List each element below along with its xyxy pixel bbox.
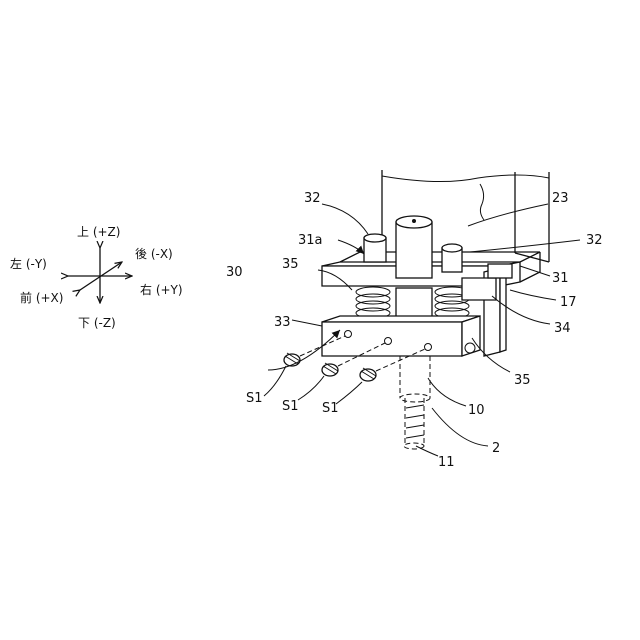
ref-s1-c: S1 xyxy=(322,401,339,416)
ref-30: 30 xyxy=(226,265,243,280)
ref-32-top: 32 xyxy=(304,191,321,206)
ref-s1-a: S1 xyxy=(246,391,263,406)
label-front: 前 (+X) xyxy=(20,290,63,305)
direction-legend: 上 (+Z) 下 (-Z) 左 (-Y) 右 (+Y) 前 (+X) 後 (-X… xyxy=(10,225,183,330)
ref-23: 23 xyxy=(552,191,569,206)
leader-17 xyxy=(510,290,556,300)
ref-31: 31 xyxy=(552,271,569,286)
label-back: 後 (-X) xyxy=(135,247,173,261)
ref-33: 33 xyxy=(274,315,291,330)
set-screw-2 xyxy=(322,363,338,376)
leader-s1-b xyxy=(298,376,324,400)
label-up: 上 (+Z) xyxy=(77,225,120,239)
ref-s1-b: S1 xyxy=(282,399,299,414)
leader-33 xyxy=(292,320,322,326)
leader-11 xyxy=(416,446,438,456)
set-screw-1 xyxy=(284,353,300,366)
ref-35-left: 35 xyxy=(282,257,299,272)
central-shaft xyxy=(396,216,432,324)
label-left: 左 (-Y) xyxy=(10,256,47,271)
leader-32-right xyxy=(470,240,580,252)
ref-35-right: 35 xyxy=(514,373,531,388)
label-down: 下 (-Z) xyxy=(78,316,116,330)
ref-2: 2 xyxy=(492,441,500,456)
label-right: 右 (+Y) xyxy=(140,282,183,297)
ref-32-right: 32 xyxy=(586,233,603,248)
ref-17: 17 xyxy=(560,295,577,310)
ref-34: 34 xyxy=(554,321,571,336)
ref-31a: 31a xyxy=(298,233,323,248)
lower-shaft-10 xyxy=(400,356,430,449)
ref-11: 11 xyxy=(438,455,455,470)
leader-23 xyxy=(468,204,548,226)
leader-32-top xyxy=(322,204,368,234)
leader-s1-c xyxy=(336,382,362,404)
leader-s1-a xyxy=(264,366,286,396)
set-screw-3 xyxy=(360,368,376,381)
leader-10 xyxy=(428,378,466,406)
lower-plate-33 xyxy=(322,316,480,356)
ref-10: 10 xyxy=(468,403,485,418)
